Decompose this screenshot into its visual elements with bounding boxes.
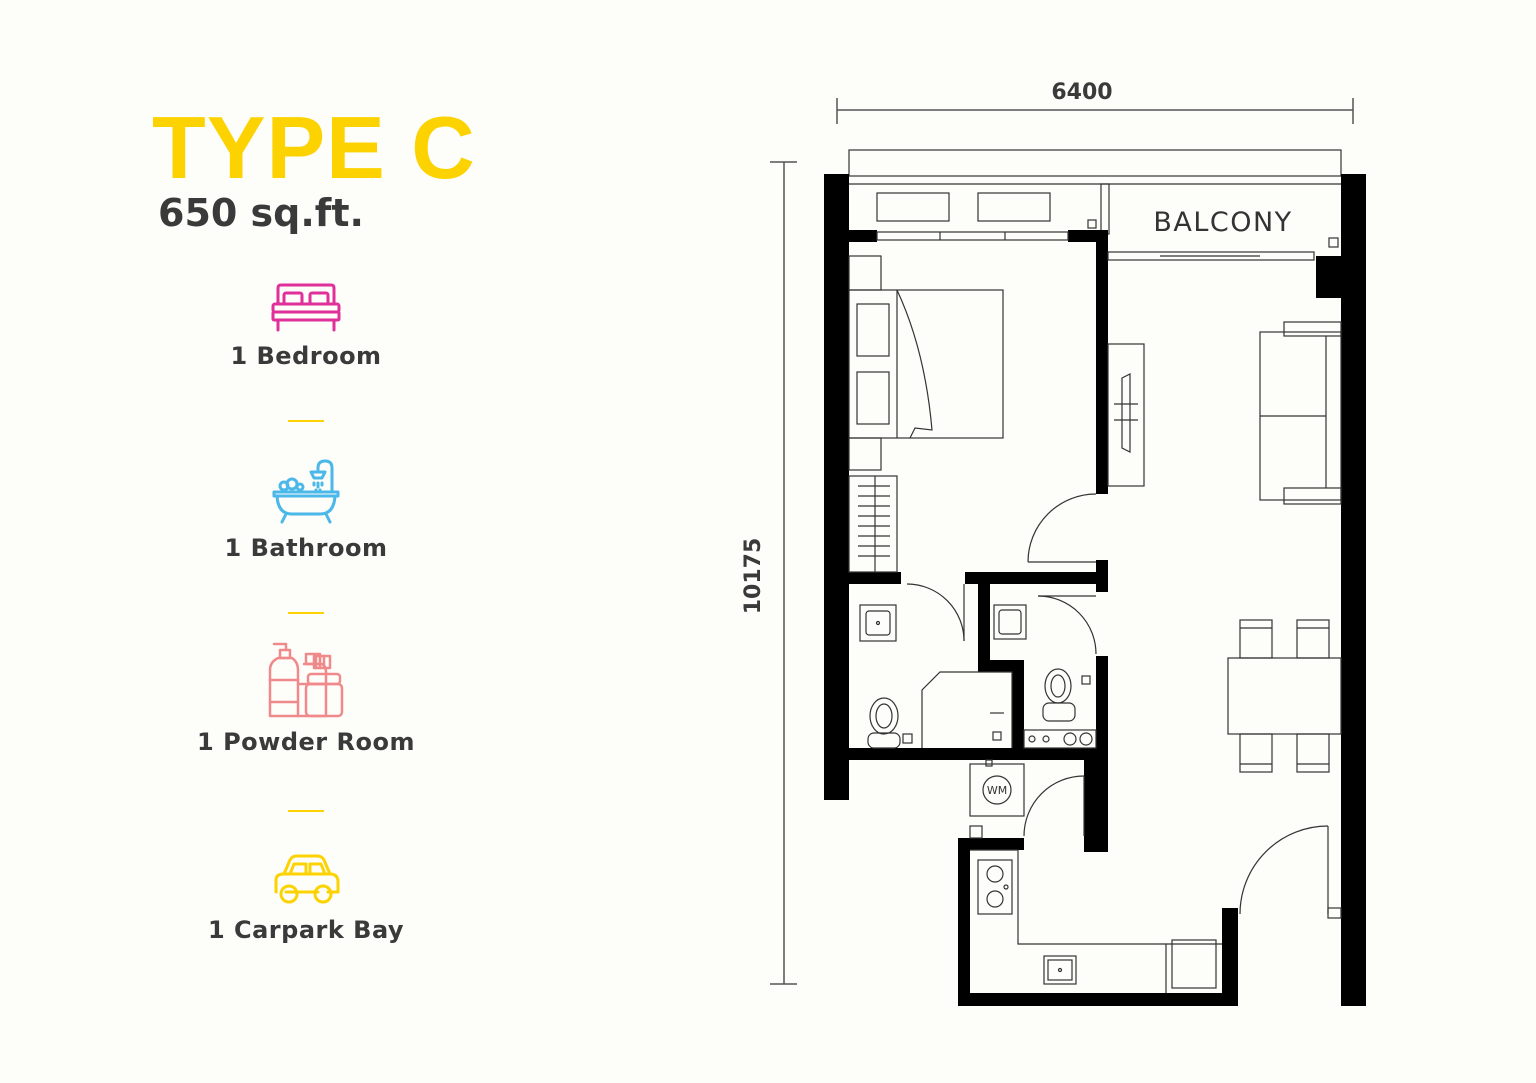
sofa	[1259, 321, 1342, 505]
divider	[288, 810, 324, 812]
height-dimension-line	[770, 161, 797, 985]
tv-console	[1107, 343, 1145, 487]
feature-bathroom: 1 Bathroom	[158, 458, 454, 562]
divider	[288, 612, 324, 614]
bedroom-door	[1027, 493, 1097, 563]
walls	[824, 174, 1366, 1006]
unit-type-title: TYPE C	[152, 98, 476, 197]
entrance-door	[1239, 825, 1342, 919]
feature-carpark: 1 Carpark Bay	[158, 852, 454, 944]
bed-icon	[271, 283, 341, 332]
balcony-label: BALCONY	[1153, 207, 1292, 238]
yard-door	[1023, 775, 1085, 837]
car-icon	[274, 854, 340, 904]
feature-powder-room: 1 Powder Room	[158, 640, 454, 756]
feature-label: 1 Bedroom	[230, 342, 382, 370]
divider	[288, 420, 324, 422]
dining-set	[1227, 619, 1342, 773]
washer-label: WM	[987, 784, 1007, 797]
wardrobe	[848, 475, 898, 573]
bathtub-icon	[272, 459, 340, 524]
feature-label: 1 Powder Room	[197, 728, 415, 756]
feature-label: 1 Carpark Bay	[207, 916, 405, 944]
bed	[848, 255, 1004, 471]
toiletries-icon	[268, 642, 344, 718]
washing-machine	[969, 759, 1025, 839]
balcony-planters	[876, 192, 1339, 248]
height-dimension-label: 10175	[741, 538, 766, 615]
bathroom-fixtures	[859, 583, 1013, 749]
kitchen-counter	[970, 849, 1222, 993]
width-dimension-label: 6400	[1051, 80, 1112, 105]
floor-plan: 6400 10175 BALCONY	[741, 80, 1366, 1006]
unit-area: 650 sq.ft.	[158, 191, 364, 235]
feature-bedroom: 1 Bedroom	[158, 282, 454, 370]
powder-room-fixtures	[993, 595, 1097, 749]
feature-label: 1 Bathroom	[224, 534, 388, 562]
width-dimension-line	[836, 98, 1354, 124]
sliding-door	[876, 231, 1315, 261]
